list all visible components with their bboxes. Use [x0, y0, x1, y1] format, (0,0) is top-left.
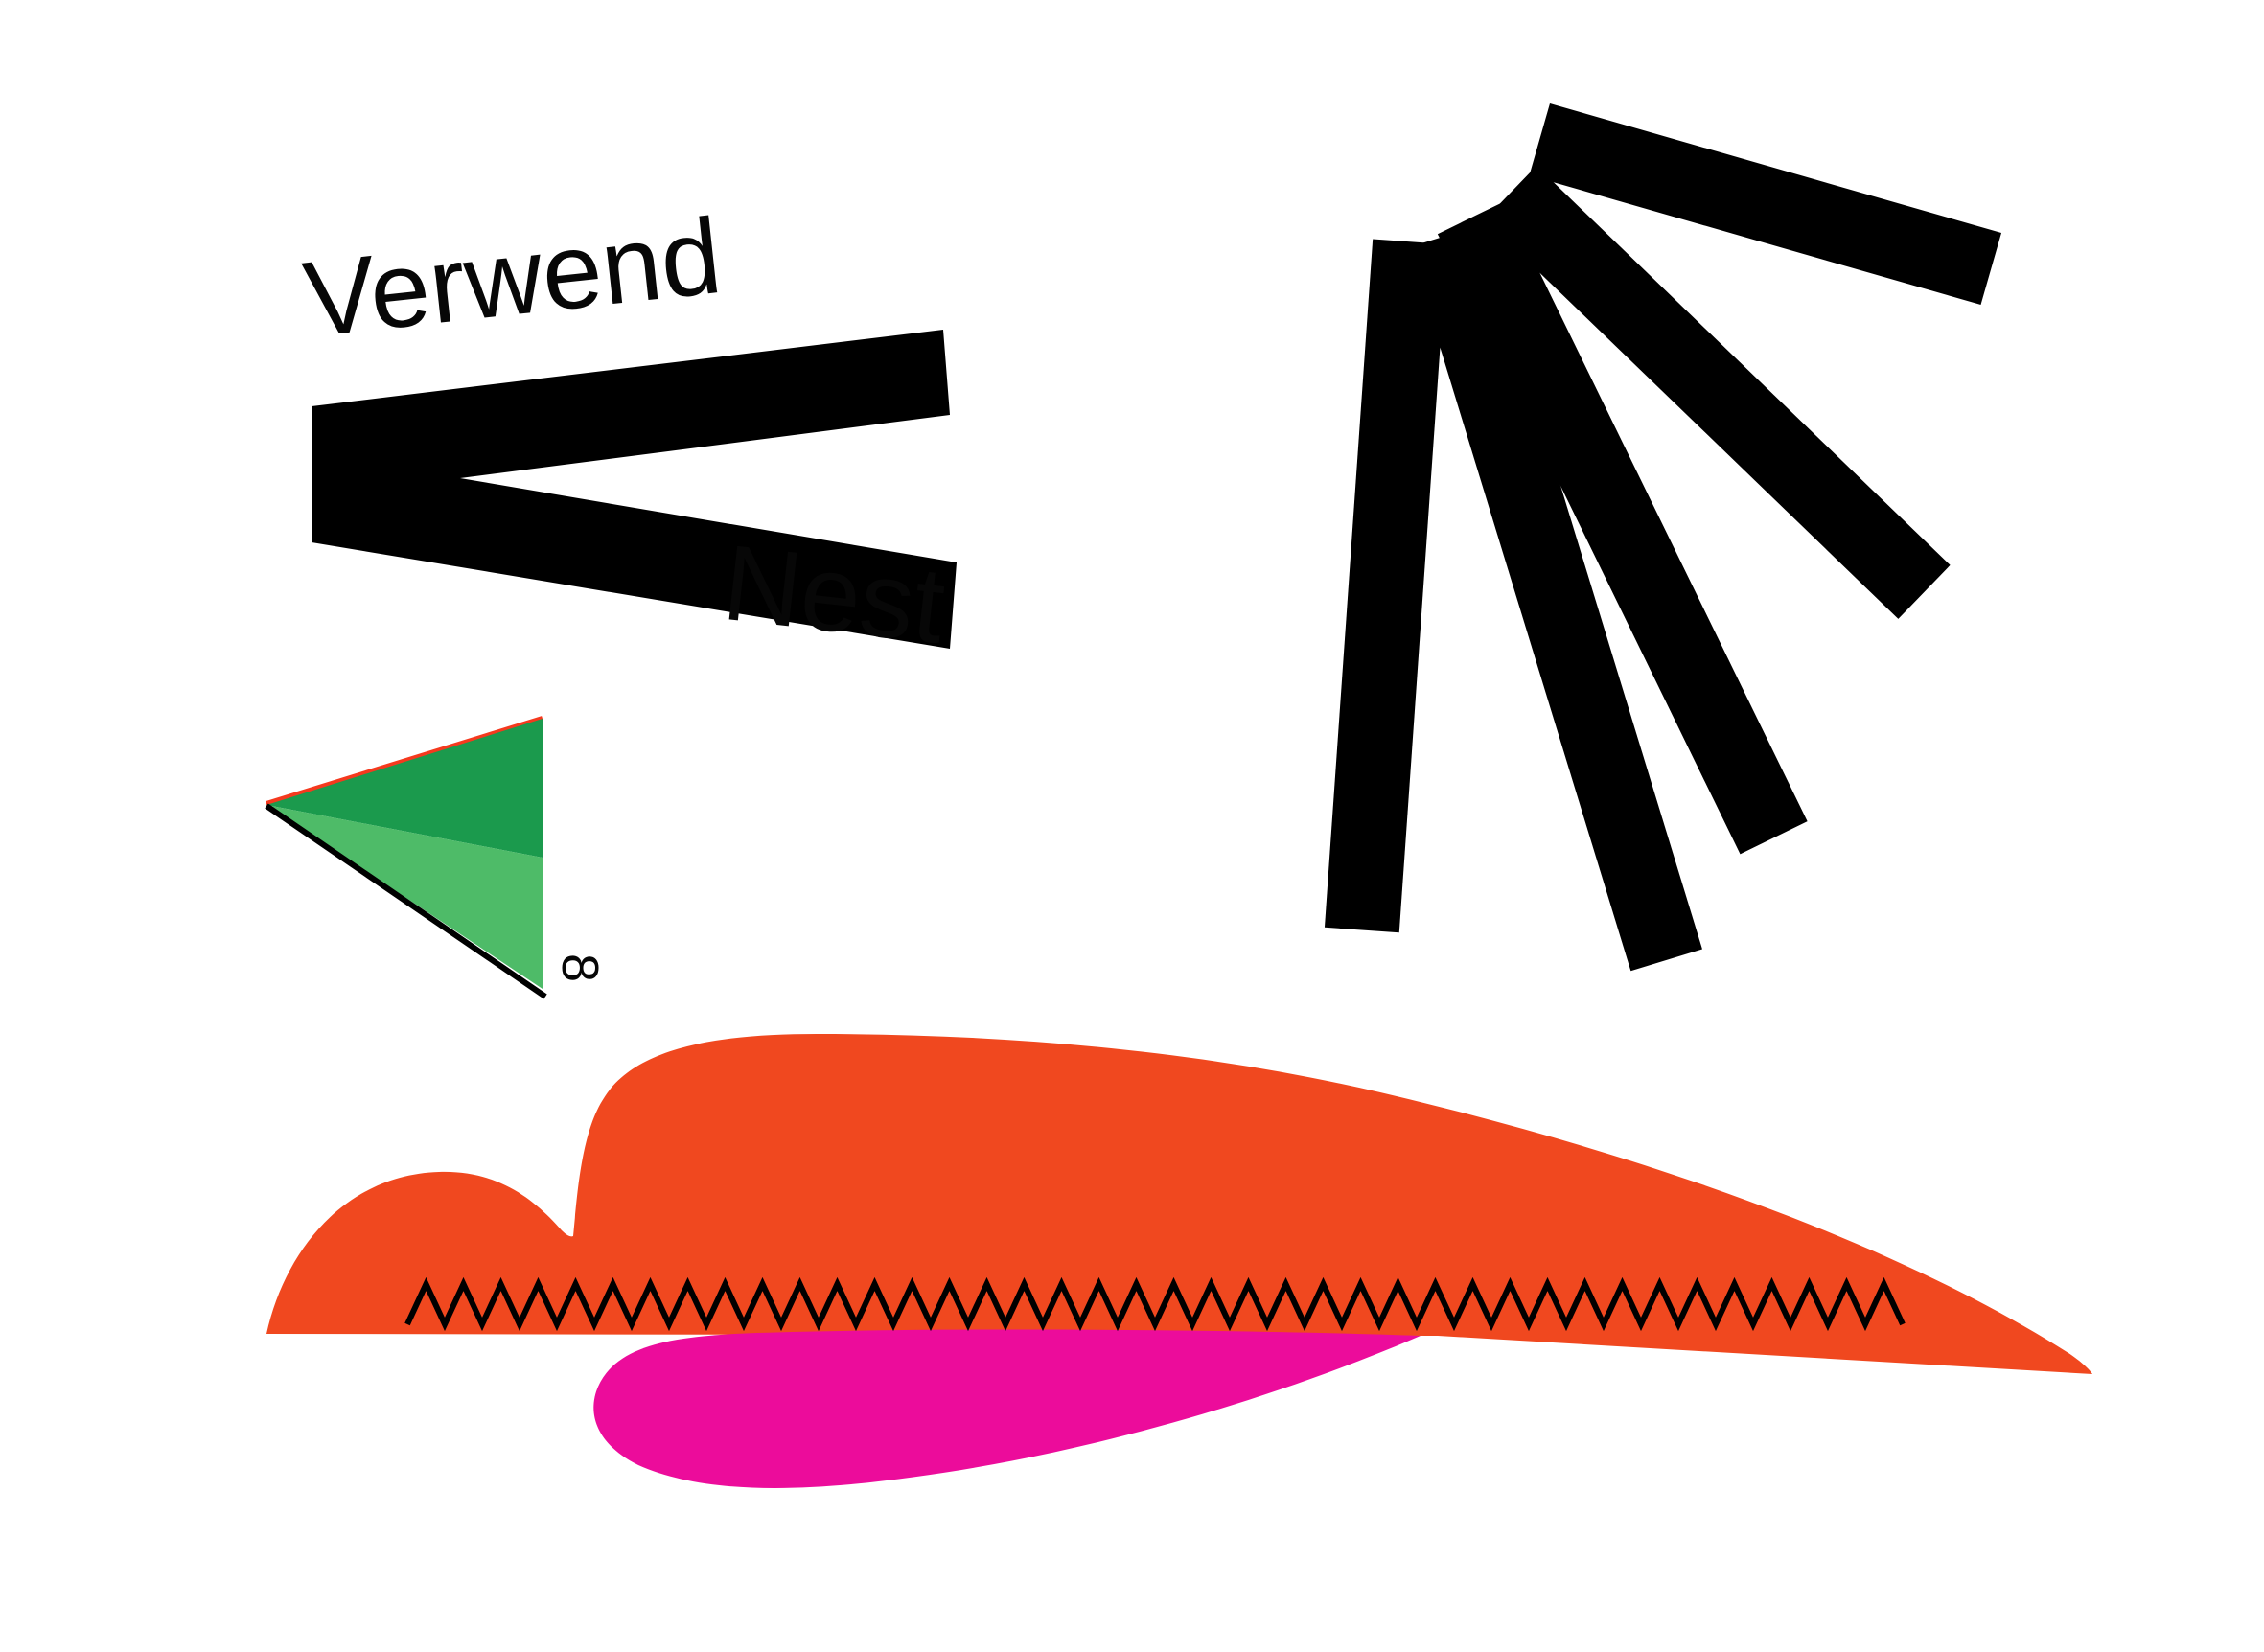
fan-bar-3: [1437, 200, 1808, 855]
carrot-body-shape: [266, 1034, 2092, 1374]
fan-of-bars: [1324, 103, 2002, 972]
fan-bar-5: [1324, 239, 1447, 933]
chevron-shape: [312, 330, 957, 649]
rotated-eight-label: 8: [551, 952, 610, 983]
nest-label: Nest: [717, 522, 951, 666]
green-triangle: [265, 716, 547, 999]
fan-bar-4: [1409, 225, 1702, 972]
magenta-blob-shape: [593, 1329, 1421, 1488]
zigzag-line: [404, 1276, 1906, 1332]
triangle-dark-green-half: [266, 719, 543, 858]
fan-bar-1: [1529, 103, 2002, 306]
triangle-black-edge: [265, 803, 547, 999]
fan-bar-2: [1484, 165, 1951, 619]
triangle-red-edge: [266, 716, 543, 807]
